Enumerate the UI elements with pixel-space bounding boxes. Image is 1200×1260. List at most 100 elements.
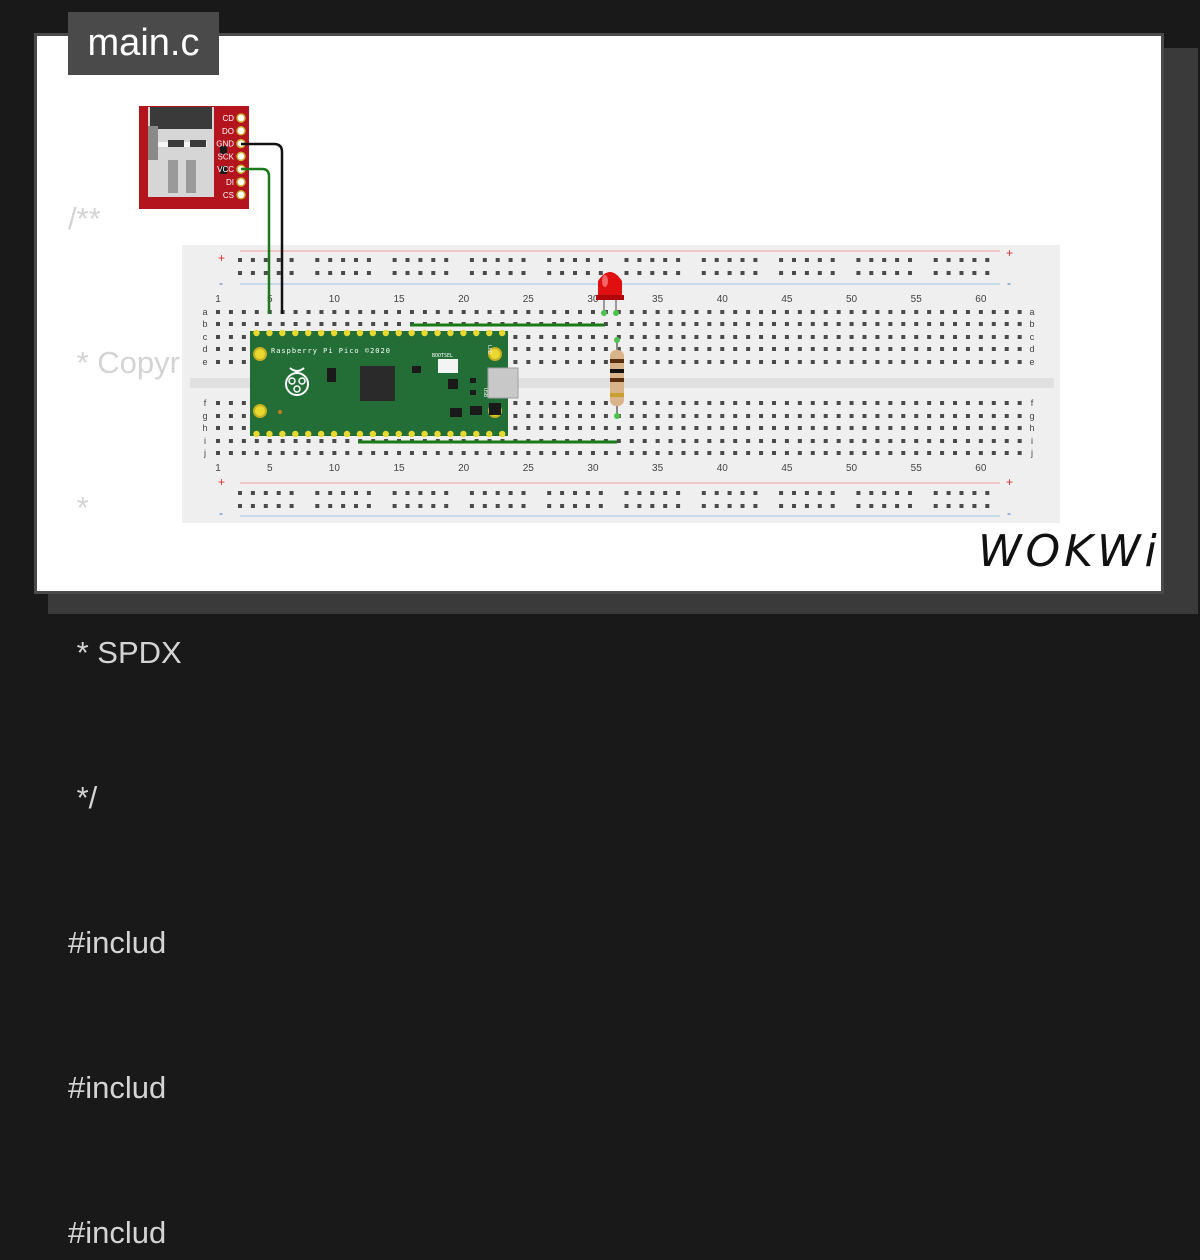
terminal-hole[interactable] bbox=[940, 322, 945, 326]
terminal-hole[interactable] bbox=[940, 439, 945, 443]
terminal-hole[interactable] bbox=[888, 451, 893, 455]
rail-hole[interactable] bbox=[560, 271, 565, 275]
terminal-hole[interactable] bbox=[228, 335, 233, 339]
terminal-hole[interactable] bbox=[241, 322, 246, 326]
terminal-hole[interactable] bbox=[319, 310, 324, 314]
terminal-hole[interactable] bbox=[823, 360, 828, 364]
terminal-hole[interactable] bbox=[771, 451, 776, 455]
rail-hole[interactable] bbox=[972, 491, 977, 495]
terminal-hole[interactable] bbox=[513, 347, 518, 351]
rail-hole[interactable] bbox=[495, 271, 500, 275]
pico-pin[interactable] bbox=[343, 329, 351, 337]
rail-hole[interactable] bbox=[972, 504, 977, 508]
terminal-hole[interactable] bbox=[953, 347, 958, 351]
rail-hole[interactable] bbox=[431, 258, 436, 262]
pico-pin[interactable] bbox=[421, 329, 428, 337]
rail-hole[interactable] bbox=[276, 491, 281, 495]
terminal-hole[interactable] bbox=[991, 347, 996, 351]
terminal-hole[interactable] bbox=[513, 414, 518, 418]
terminal-hole[interactable] bbox=[901, 414, 906, 418]
terminal-hole[interactable] bbox=[332, 451, 337, 455]
rail-hole[interactable] bbox=[547, 258, 552, 262]
rail-hole[interactable] bbox=[792, 491, 796, 495]
pico-pin[interactable] bbox=[279, 430, 286, 438]
terminal-hole[interactable] bbox=[784, 426, 789, 430]
terminal-hole[interactable] bbox=[216, 439, 220, 443]
terminal-hole[interactable] bbox=[642, 426, 647, 430]
rail-hole[interactable] bbox=[650, 258, 655, 262]
terminal-hole[interactable] bbox=[397, 310, 402, 314]
terminal-hole[interactable] bbox=[1017, 347, 1022, 351]
rail-hole[interactable] bbox=[495, 491, 500, 495]
terminal-hole[interactable] bbox=[759, 439, 764, 443]
terminal-hole[interactable] bbox=[655, 451, 660, 455]
terminal-hole[interactable] bbox=[771, 335, 776, 339]
terminal-hole[interactable] bbox=[513, 360, 518, 364]
rail-hole[interactable] bbox=[366, 258, 371, 262]
terminal-hole[interactable] bbox=[216, 322, 220, 326]
pico-pin[interactable] bbox=[486, 329, 493, 337]
terminal-hole[interactable] bbox=[836, 451, 841, 455]
resistor[interactable] bbox=[610, 337, 624, 419]
terminal-hole[interactable] bbox=[526, 401, 531, 405]
terminal-hole[interactable] bbox=[642, 451, 647, 455]
terminal-hole[interactable] bbox=[603, 347, 608, 351]
terminal-hole[interactable] bbox=[733, 439, 738, 443]
rail-hole[interactable] bbox=[263, 491, 268, 495]
terminal-hole[interactable] bbox=[784, 451, 789, 455]
terminal-hole[interactable] bbox=[862, 310, 867, 314]
terminal-hole[interactable] bbox=[254, 451, 259, 455]
terminal-hole[interactable] bbox=[836, 310, 841, 314]
terminal-hole[interactable] bbox=[759, 347, 764, 351]
rail-hole[interactable] bbox=[959, 271, 964, 275]
terminal-hole[interactable] bbox=[616, 310, 621, 314]
rail-hole[interactable] bbox=[637, 271, 642, 275]
terminal-hole[interactable] bbox=[435, 310, 440, 314]
terminal-hole[interactable] bbox=[655, 426, 660, 430]
rail-hole[interactable] bbox=[959, 258, 964, 262]
terminal-hole[interactable] bbox=[293, 310, 298, 314]
pico-pin[interactable] bbox=[317, 329, 325, 337]
terminal-hole[interactable] bbox=[306, 439, 311, 443]
rail-hole[interactable] bbox=[508, 258, 513, 262]
terminal-hole[interactable] bbox=[953, 310, 958, 314]
terminal-hole[interactable] bbox=[642, 322, 647, 326]
terminal-hole[interactable] bbox=[914, 401, 919, 405]
terminal-hole[interactable] bbox=[810, 310, 815, 314]
terminal-hole[interactable] bbox=[901, 439, 906, 443]
terminal-hole[interactable] bbox=[849, 426, 854, 430]
rail-hole[interactable] bbox=[495, 504, 500, 508]
terminal-hole[interactable] bbox=[216, 335, 220, 339]
terminal-hole[interactable] bbox=[513, 335, 518, 339]
terminal-hole[interactable] bbox=[513, 310, 518, 314]
rail-hole[interactable] bbox=[817, 504, 822, 508]
terminal-hole[interactable] bbox=[862, 347, 867, 351]
file-tab-main-c[interactable]: main.c bbox=[68, 12, 219, 75]
terminal-hole[interactable] bbox=[616, 439, 621, 443]
rail-hole[interactable] bbox=[560, 491, 565, 495]
terminal-hole[interactable] bbox=[797, 360, 802, 364]
terminal-hole[interactable] bbox=[216, 451, 220, 455]
rail-hole[interactable] bbox=[238, 491, 242, 495]
rail-hole[interactable] bbox=[508, 271, 513, 275]
terminal-hole[interactable] bbox=[784, 347, 789, 351]
terminal-hole[interactable] bbox=[862, 426, 867, 430]
rail-hole[interactable] bbox=[405, 258, 410, 262]
terminal-hole[interactable] bbox=[746, 310, 751, 314]
terminal-hole[interactable] bbox=[668, 439, 673, 443]
terminal-hole[interactable] bbox=[901, 401, 906, 405]
terminal-hole[interactable] bbox=[849, 414, 854, 418]
rail-hole[interactable] bbox=[869, 491, 874, 495]
rail-hole[interactable] bbox=[908, 504, 912, 508]
terminal-hole[interactable] bbox=[991, 401, 996, 405]
terminal-hole[interactable] bbox=[914, 322, 919, 326]
rail-hole[interactable] bbox=[521, 258, 526, 262]
rail-hole[interactable] bbox=[676, 491, 681, 495]
rail-hole[interactable] bbox=[779, 504, 784, 508]
terminal-hole[interactable] bbox=[603, 401, 608, 405]
rail-hole[interactable] bbox=[817, 258, 822, 262]
pico-pin[interactable] bbox=[330, 329, 338, 337]
terminal-hole[interactable] bbox=[539, 426, 544, 430]
terminal-hole[interactable] bbox=[241, 310, 246, 314]
rail-hole[interactable] bbox=[315, 504, 320, 508]
